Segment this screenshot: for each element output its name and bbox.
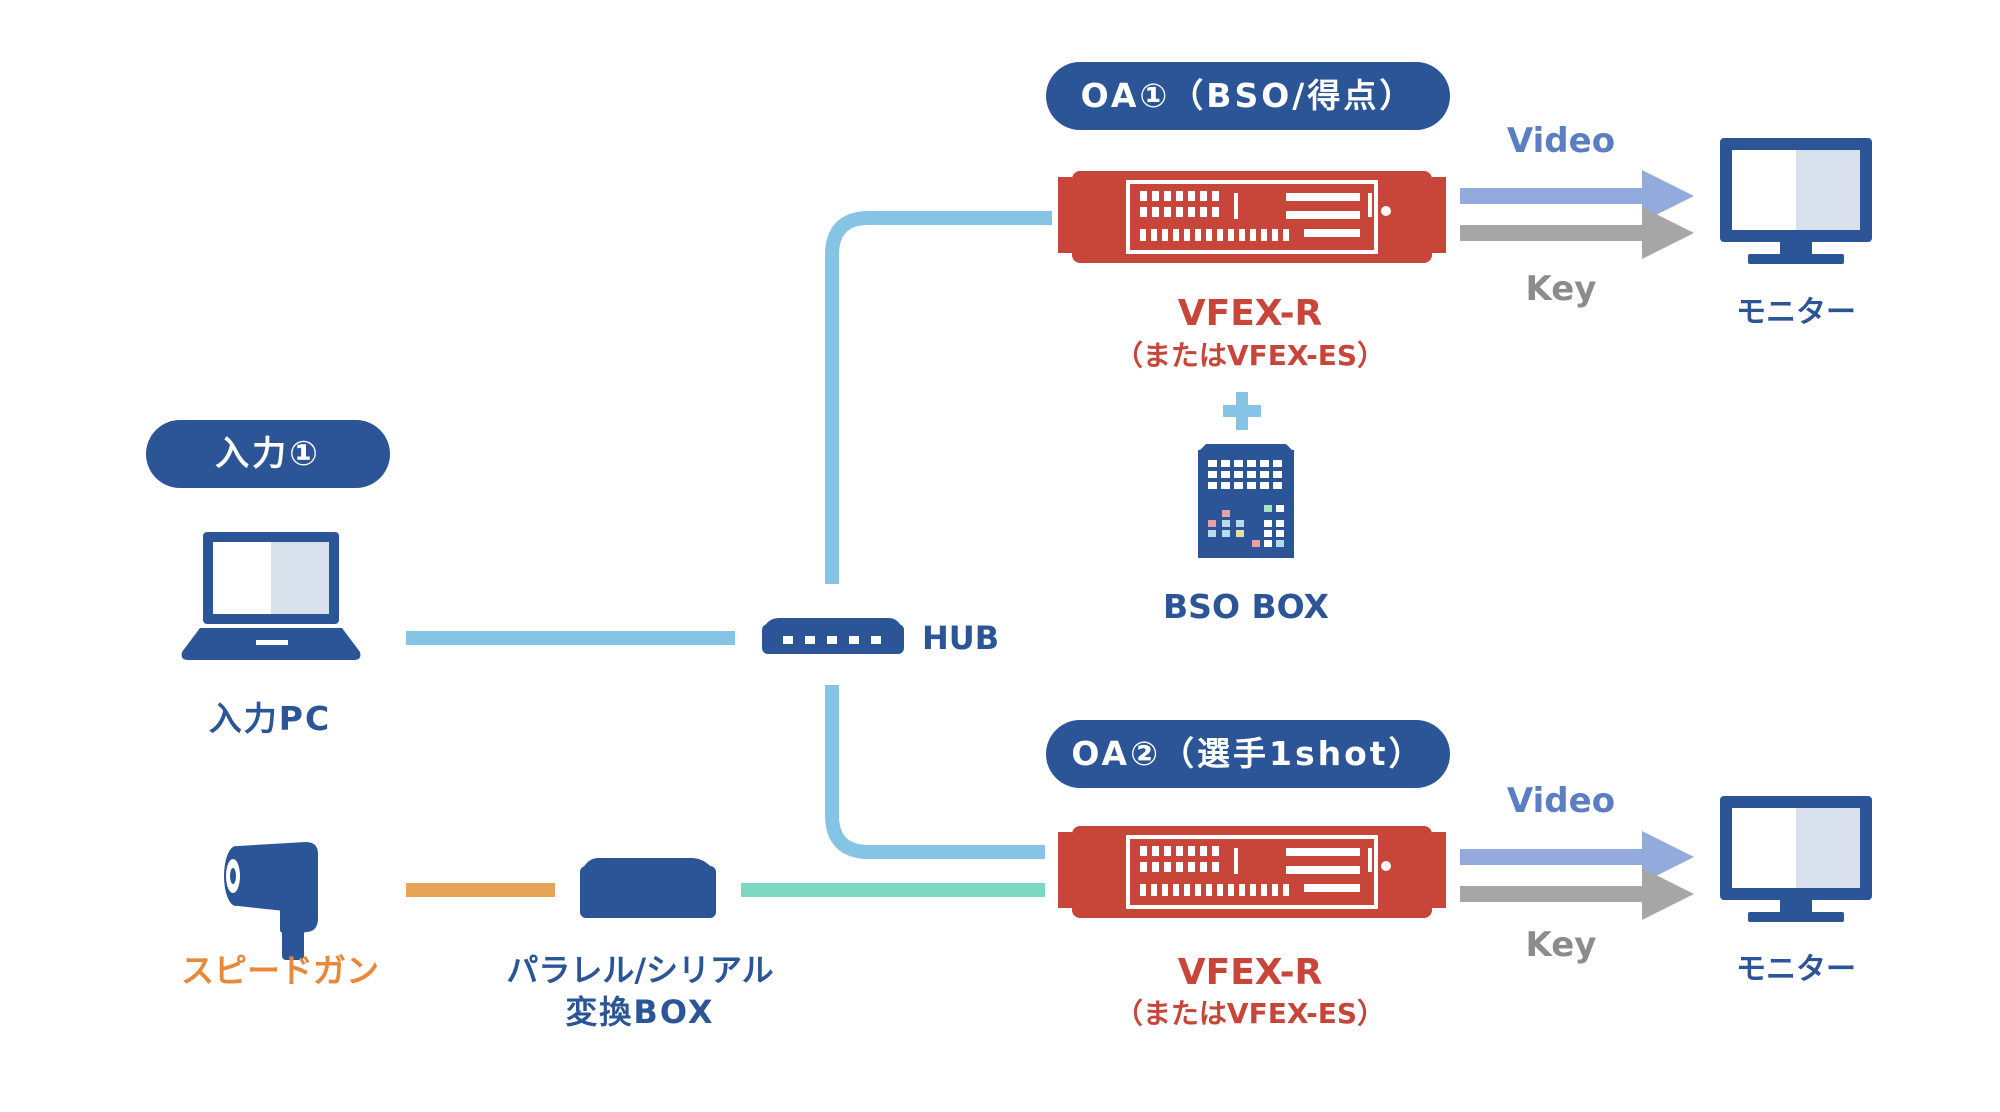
hub-label: HUB (922, 619, 1000, 657)
oa2-badge: OA②（選手1shot） (1046, 720, 1450, 788)
key-arrow-1-icon (1460, 207, 1694, 259)
oa1-monitor-label: モニター (1736, 295, 1856, 330)
video-arrow-2-icon (1460, 831, 1694, 883)
input-badge: 入力① (146, 420, 390, 488)
oa2-video-label: Video (1506, 781, 1616, 821)
plus-icon (1223, 392, 1261, 430)
hub-oa1-line (825, 211, 1052, 584)
oa1-key-label: Key (1525, 269, 1597, 309)
oa1-device-alt-label: （またはVFEX-ES） (1114, 339, 1386, 372)
converter-label-line2: 変換BOX (565, 993, 715, 1031)
converter-box-icon (580, 858, 716, 918)
hub-oa2-line (825, 685, 1045, 859)
hub-icon (762, 618, 904, 654)
bso-box-label: BSO BOX (1163, 587, 1329, 626)
oa2-device-alt-label: （またはVFEX-ES） (1114, 997, 1386, 1030)
converter-label-line1: パラレル/シリアル (506, 951, 774, 989)
oa2-key-label: Key (1525, 925, 1597, 965)
speedgun-label: スピードガン (181, 951, 379, 990)
speed-gun-icon (224, 842, 318, 960)
bso-box-icon (1198, 444, 1294, 558)
video-arrow-1-icon (1460, 170, 1694, 222)
key-arrow-2-icon (1460, 868, 1694, 920)
input-pc-label: 入力PC (208, 699, 332, 738)
oa1-badge: OA①（BSO/得点） (1046, 62, 1450, 130)
oa1-video-label: Video (1506, 121, 1616, 161)
oa1-device-label: VFEX-R (1177, 293, 1323, 334)
oa2-device-label: VFEX-R (1177, 952, 1323, 993)
monitor-2-icon (1720, 796, 1872, 922)
vfex-r-device-1-icon (1058, 171, 1446, 263)
laptop-icon (181, 532, 361, 660)
oa2-monitor-label: モニター (1736, 952, 1856, 987)
vfex-r-device-2-icon (1058, 826, 1446, 918)
monitor-1-icon (1720, 138, 1872, 264)
